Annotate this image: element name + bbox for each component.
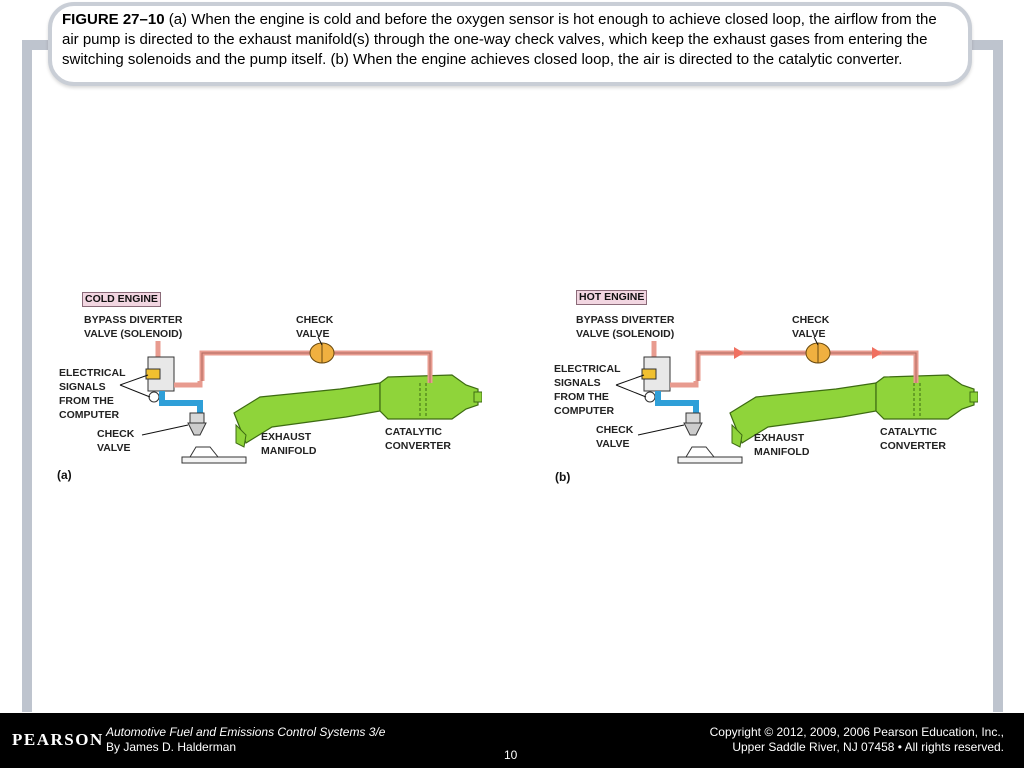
caption-text: (a) When the engine is cold and before t… (62, 11, 937, 68)
hot-engine-drawing (615, 336, 978, 464)
diagram-hot-engine: HOT ENGINE BYPASS DIVERTER VALVE (SOLENO… (546, 285, 978, 495)
label-check-valve-top-line1: CHECK (792, 314, 830, 326)
flow-arrow-1 (734, 347, 744, 359)
label-electrical-line3: FROM THE (554, 391, 609, 403)
air-line-to-manifold (655, 391, 699, 413)
mode-tag-cold: COLD ENGINE (82, 292, 161, 307)
label-electrical-line4: COMPUTER (59, 409, 120, 421)
slide-frame-top-left (22, 40, 50, 50)
label-check-valve-bottom-line1: CHECK (97, 428, 135, 440)
label-exhaust-line1: EXHAUST (754, 432, 805, 444)
footer-copyright-line2: Upper Saddle River, NJ 07458 • All right… (732, 740, 1004, 754)
label-electrical-line1: ELECTRICAL (59, 367, 126, 379)
label-check-valve-top-line1: CHECK (296, 314, 334, 326)
check-valve-bottom (685, 412, 701, 424)
footer-book-title: Automotive Fuel and Emissions Control Sy… (106, 725, 386, 739)
label-check-valve-bottom-line2: VALVE (596, 438, 630, 450)
figure-caption: FIGURE 27–10 (a) When the engine is cold… (48, 2, 972, 86)
flow-arrow-2 (872, 347, 882, 359)
label-bypass-line1: BYPASS DIVERTER (576, 314, 675, 326)
label-check-valve-top-line2: VALVE (296, 328, 330, 340)
label-catalytic-line2: CONVERTER (385, 440, 451, 452)
label-electrical-line1: ELECTRICAL (554, 363, 621, 375)
label-electrical-line2: SIGNALS (59, 381, 106, 393)
slide-footer: PEARSON Automotive Fuel and Emissions Co… (0, 713, 1024, 768)
label-exhaust-line1: EXHAUST (261, 431, 312, 443)
label-bypass-line1: BYPASS DIVERTER (84, 314, 183, 326)
label-electrical-line4: COMPUTER (554, 405, 615, 417)
slide-frame-right (993, 40, 1003, 712)
figure-label: FIGURE 27–10 (62, 11, 165, 28)
exhaust-port (235, 423, 247, 448)
footer-page-number: 10 (504, 748, 518, 762)
air-flow-to-manifold (159, 391, 203, 413)
check-valve-bottom (189, 412, 205, 424)
label-catalytic-line1: CATALYTIC (880, 426, 937, 438)
label-electrical-line2: SIGNALS (554, 377, 601, 389)
panel-letter-a: (a) (57, 468, 72, 482)
label-catalytic-line2: CONVERTER (880, 440, 946, 452)
label-electrical-line3: FROM THE (59, 395, 114, 407)
catalytic-converter (875, 374, 975, 420)
label-bypass-line2: VALVE (SOLENOID) (84, 328, 183, 340)
label-exhaust-line2: MANIFOLD (261, 445, 317, 457)
panel-letter-b: (b) (555, 470, 571, 484)
pearson-logo: PEARSON (12, 730, 104, 749)
footer-copyright-line1: Copyright © 2012, 2009, 2006 Pearson Edu… (709, 725, 1004, 739)
exhaust-port (731, 423, 743, 448)
label-check-valve-bottom-line2: VALVE (97, 442, 131, 454)
slide-frame-left (22, 40, 32, 712)
slide-frame-top-right (960, 40, 1003, 50)
label-bypass-line2: VALVE (SOLENOID) (576, 328, 675, 340)
label-exhaust-line2: MANIFOLD (754, 446, 810, 458)
footer-author: By James D. Halderman (106, 740, 237, 754)
diagram-cold-engine: COLD ENGINE BYPASS DIVERTER VALVE (SOLEN… (50, 285, 482, 495)
mode-tag-hot: HOT ENGINE (576, 290, 648, 305)
cold-engine-drawing (119, 336, 482, 464)
label-check-valve-top-line2: VALVE (792, 328, 826, 340)
label-check-valve-bottom-line1: CHECK (596, 424, 634, 436)
label-catalytic-line1: CATALYTIC (385, 426, 442, 438)
